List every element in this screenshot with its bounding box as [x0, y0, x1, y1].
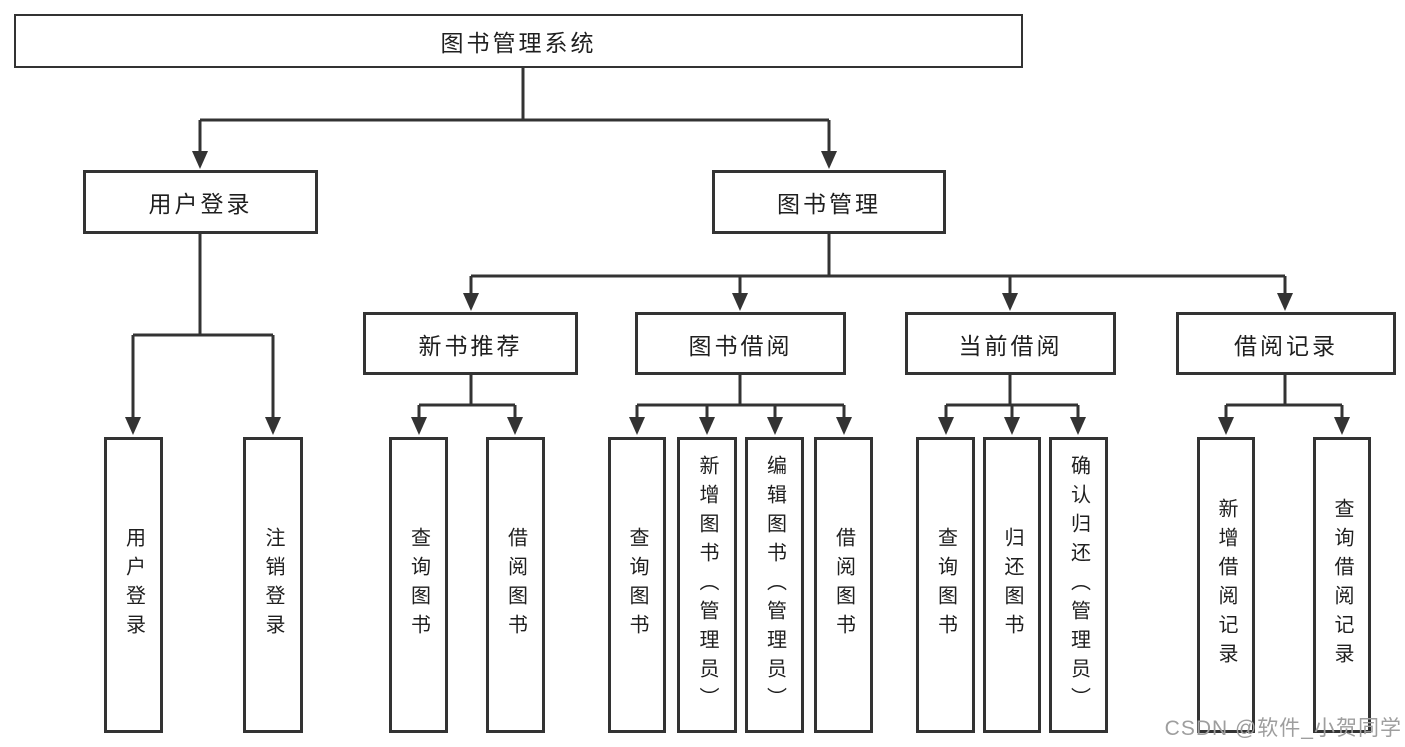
node-label: 图书管理系统 — [440, 30, 597, 56]
connector-borrow-records-to-leaves — [1224, 374, 1344, 418]
node-label: 新增借阅记录 — [1215, 498, 1237, 672]
leaf-current-confirm-return-admin: 确认归还（管理员） — [1049, 437, 1108, 733]
leaf-current-return-books: 归还图书 — [983, 437, 1041, 733]
connector-new-book-to-leaves — [417, 374, 517, 418]
arrow-icon — [732, 293, 748, 311]
arrow-icon — [507, 417, 523, 435]
arrow-icon — [1002, 293, 1018, 311]
arrow-icon — [767, 417, 783, 435]
node-label: 查询图书 — [626, 527, 648, 643]
arrow-icon — [699, 417, 715, 435]
arrow-icon — [1070, 417, 1086, 435]
node-label: 查询图书 — [407, 527, 430, 643]
arrow-icon — [1334, 417, 1350, 435]
node-label: 归还图书 — [1001, 527, 1023, 643]
leaf-borrow-add-books-admin: 新增图书（管理员） — [677, 437, 737, 733]
node-label: 用户登录 — [122, 527, 145, 643]
node-label: 用户登录 — [148, 191, 253, 217]
arrow-icon — [125, 417, 141, 435]
connector-book-borrow-to-leaves — [635, 374, 846, 418]
node-label: 查询图书 — [934, 527, 957, 643]
node-label: 借阅记录 — [1234, 332, 1338, 359]
arrow-icon — [1218, 417, 1234, 435]
node-new-book-recommend: 新书推荐 — [363, 312, 578, 375]
leaf-user-login: 用户登录 — [104, 437, 163, 733]
node-label: 注销登录 — [262, 527, 284, 643]
node-user-login: 用户登录 — [83, 170, 318, 234]
leaf-borrow-query-books: 查询图书 — [608, 437, 666, 733]
arrow-icon — [1004, 417, 1020, 435]
leaf-borrow-edit-books-admin: 编辑图书（管理员） — [745, 437, 804, 733]
node-label: 新增图书（管理员） — [696, 454, 718, 716]
arrow-icon — [821, 151, 837, 169]
leaf-recommend-query-books: 查询图书 — [389, 437, 448, 733]
connector-current-borrow-to-leaves — [944, 374, 1080, 418]
node-label: 确认归还（管理员） — [1067, 454, 1090, 716]
arrow-icon — [411, 417, 427, 435]
node-label: 查询借阅记录 — [1331, 498, 1353, 672]
node-book-borrow: 图书借阅 — [635, 312, 846, 375]
node-book-management: 图书管理 — [712, 170, 946, 234]
watermark: CSDN @软件_小贺同学 — [1164, 717, 1402, 740]
arrow-icon — [1277, 293, 1293, 311]
leaf-recommend-borrow-books: 借阅图书 — [486, 437, 545, 733]
node-label: 图书借阅 — [688, 332, 793, 359]
arrow-icon — [463, 293, 479, 311]
node-current-borrow: 当前借阅 — [905, 312, 1116, 375]
leaf-records-add-record: 新增借阅记录 — [1197, 437, 1255, 733]
arrow-icon — [265, 417, 281, 435]
connector-book-mgmt-to-level3 — [469, 233, 1287, 294]
arrow-icon — [192, 151, 208, 169]
node-label: 借阅图书 — [832, 527, 855, 643]
node-borrow-records: 借阅记录 — [1176, 312, 1396, 375]
leaf-current-query-books: 查询图书 — [916, 437, 975, 733]
arrow-icon — [938, 417, 954, 435]
leaf-records-query-record: 查询借阅记录 — [1313, 437, 1371, 733]
leaf-logout: 注销登录 — [243, 437, 303, 733]
arrowheads — [125, 151, 1350, 435]
node-label: 图书管理 — [777, 191, 881, 217]
node-library-system: 图书管理系统 — [14, 14, 1023, 68]
node-label: 编辑图书（管理员） — [763, 454, 786, 716]
arrow-icon — [629, 417, 645, 435]
connector-user-login-to-leaves — [131, 233, 275, 418]
node-label: 新书推荐 — [418, 332, 523, 359]
node-label: 借阅图书 — [504, 527, 527, 643]
leaf-borrow-borrow-books: 借阅图书 — [814, 437, 873, 733]
node-label: 当前借阅 — [958, 332, 1063, 359]
arrow-icon — [836, 417, 852, 435]
connector-root-to-level2 — [198, 68, 831, 152]
